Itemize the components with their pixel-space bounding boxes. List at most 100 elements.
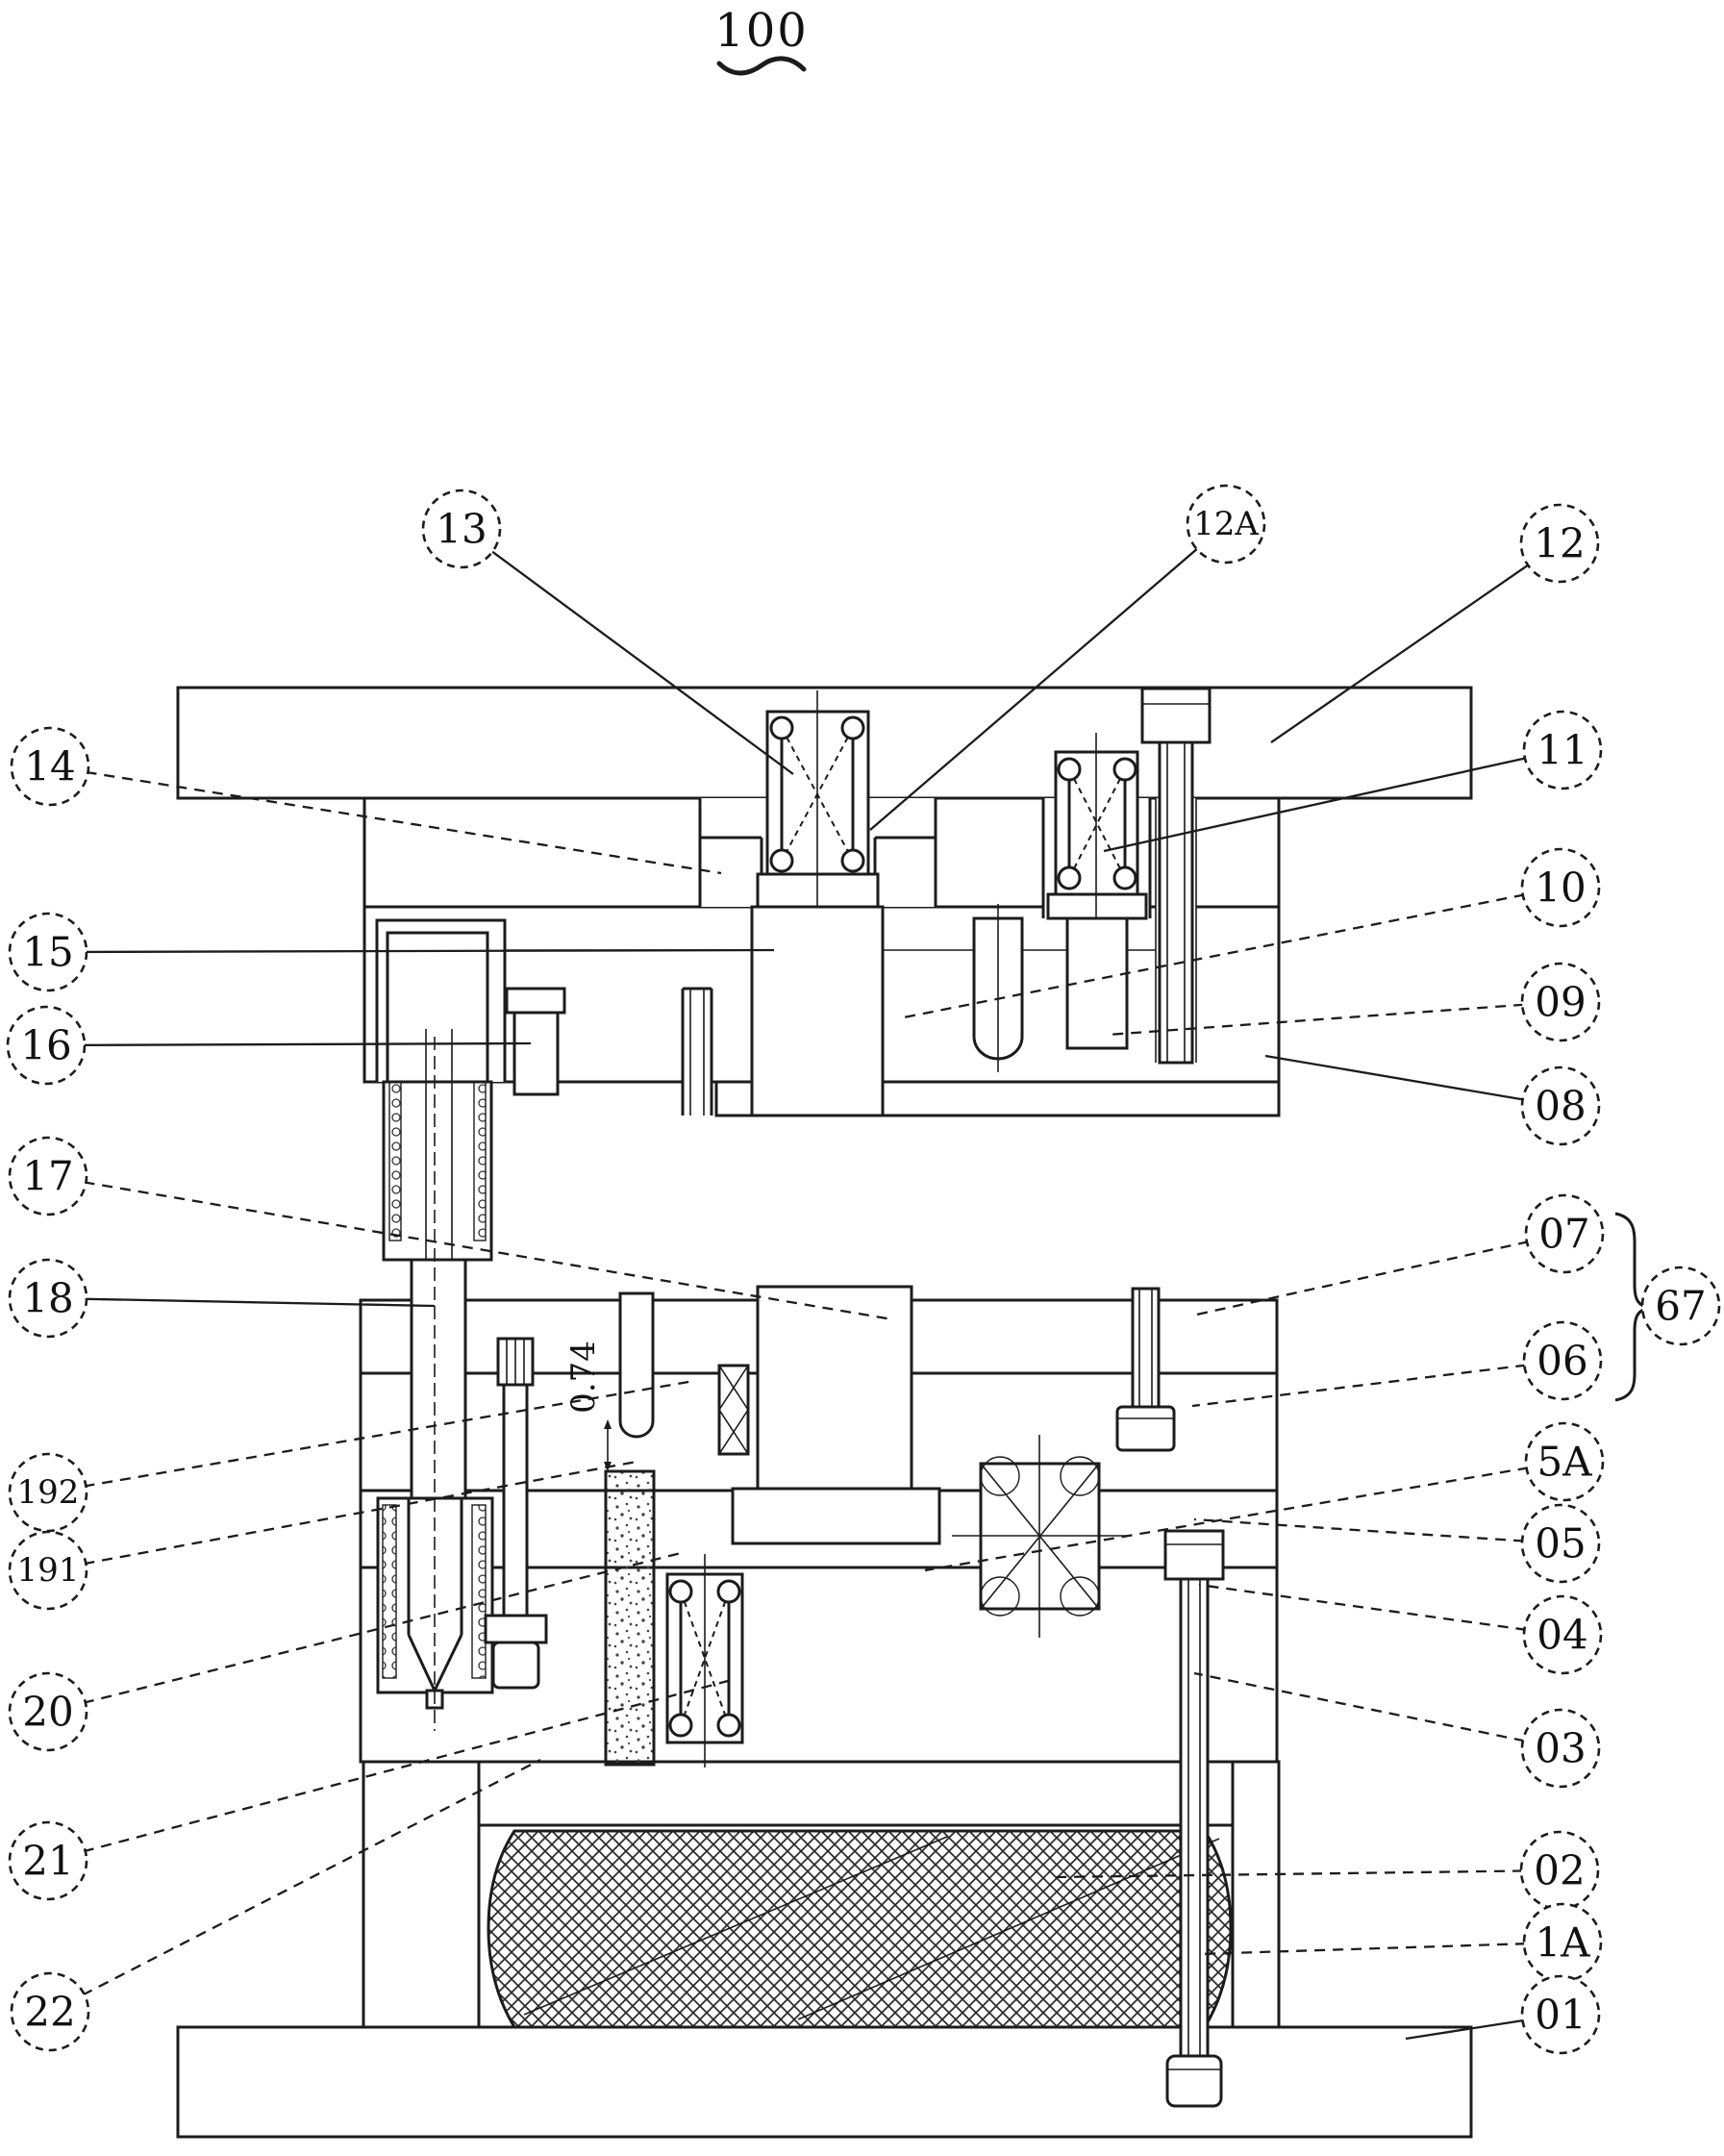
callout-67: 67 [1640, 1266, 1721, 1346]
leader-line-03 [1193, 1671, 1562, 1750]
callout-06: 06 [1522, 1320, 1603, 1401]
spring-retainer-bracket [375, 918, 507, 1082]
leader-line-16 [45, 1041, 532, 1047]
svg-text:06: 06 [1537, 1338, 1587, 1385]
leader-line-14 [49, 765, 722, 875]
leader-line-05 [1193, 1517, 1562, 1545]
small-spring [717, 1364, 750, 1456]
callout-10: 10 [1520, 847, 1601, 928]
svg-text:12: 12 [1534, 520, 1585, 567]
svg-text:11: 11 [1537, 727, 1587, 774]
die-plate-bolt [1115, 1287, 1176, 1452]
svg-text:21: 21 [22, 1838, 73, 1885]
pin-channel [681, 987, 713, 1116]
svg-text:5A: 5A [1537, 1439, 1592, 1486]
anchor-bolt [1163, 1529, 1225, 2108]
left-bolt [484, 1337, 548, 1690]
leader-line-17 [47, 1174, 893, 1321]
callout-16: 16 [6, 1005, 87, 1086]
callout-192: 192 [8, 1452, 88, 1533]
callout-14: 14 [10, 726, 90, 807]
callout-5A: 5A [1524, 1421, 1605, 1502]
callout-07: 07 [1524, 1193, 1605, 1274]
lower-spring-box [665, 1554, 744, 1767]
figure-number-underline [716, 56, 807, 76]
callout-191: 191 [8, 1530, 88, 1611]
svg-text:13: 13 [436, 506, 487, 553]
pin-bore [618, 1291, 655, 1439]
punch-insert [756, 1285, 913, 1491]
right-spring-box [1046, 733, 1148, 931]
figure-number: 100 [714, 4, 809, 58]
svg-text:05: 05 [1535, 1520, 1586, 1567]
rubber-buffer [487, 1829, 1233, 2029]
gap-dimension-text: 0.74 [564, 1341, 603, 1414]
leader-line-11 [1103, 748, 1563, 853]
right-support-block [1231, 1760, 1281, 2029]
leader-line-12 [1270, 542, 1561, 743]
svg-text:12A: 12A [1193, 505, 1259, 543]
svg-text:1A: 1A [1535, 1919, 1590, 1967]
spring-plunger [1065, 916, 1129, 1050]
leader-line-08 [1264, 1054, 1562, 1108]
callout-21: 21 [8, 1820, 88, 1901]
gas-spring-block [952, 1435, 1130, 1638]
callout-08: 08 [1520, 1065, 1601, 1146]
callout-04: 04 [1522, 1594, 1603, 1675]
svg-text:18: 18 [22, 1275, 73, 1322]
callout-15: 15 [8, 912, 88, 992]
svg-text:07: 07 [1538, 1211, 1589, 1258]
punch-insert-flange [731, 1487, 941, 1545]
svg-text:01: 01 [1535, 1992, 1586, 2039]
left-support-block [362, 1760, 481, 2029]
svg-text:09: 09 [1535, 979, 1586, 1026]
svg-text:08: 08 [1535, 1083, 1586, 1130]
svg-text:22: 22 [24, 1989, 75, 2036]
leader-line-13 [461, 528, 794, 775]
svg-text:03: 03 [1535, 1725, 1586, 1772]
callout-leader-lines [45, 523, 1565, 2041]
svg-text:02: 02 [1534, 1847, 1585, 1894]
leader-line-06 [1191, 1359, 1563, 1408]
svg-text:191: 191 [17, 1551, 80, 1590]
svg-text:16: 16 [20, 1022, 71, 1069]
leader-line-10 [903, 886, 1562, 1019]
svg-text:192: 192 [17, 1473, 80, 1512]
callout-05: 05 [1520, 1503, 1601, 1584]
callout-01: 01 [1520, 1974, 1601, 2055]
svg-text:10: 10 [1535, 865, 1586, 912]
callout-labels: 13 12A 12 14 11 15 10 16 09 08 17 07 18 67 06 192 191 5A 0… [6, 484, 1721, 2055]
svg-text:14: 14 [24, 743, 75, 790]
upper-fastening-bolt [1140, 687, 1212, 1065]
callout-02: 02 [1519, 1830, 1600, 1911]
callout-22: 22 [10, 1971, 90, 2052]
callout-11: 11 [1522, 710, 1603, 790]
stop-block [512, 1011, 560, 1096]
stippled-pin [604, 1469, 656, 1767]
die-shank-block [750, 905, 885, 1117]
stop-block-flange [505, 987, 566, 1015]
svg-text:20: 20 [22, 1689, 73, 1736]
leader-line-04 [1198, 1583, 1563, 1637]
callout-1A: 1A [1522, 1902, 1603, 1983]
callout-13: 13 [421, 489, 502, 569]
leader-line-1A [1198, 1941, 1563, 1956]
leader-line-09 [1107, 1000, 1562, 1037]
assembly-drawing: 0.74 [176, 686, 1473, 2139]
leader-line-07 [1191, 1232, 1565, 1317]
leader-line-12A [869, 523, 1227, 831]
svg-text:15: 15 [22, 929, 73, 976]
svg-text:04: 04 [1537, 1612, 1587, 1659]
callout-17: 17 [8, 1136, 88, 1216]
svg-text:67: 67 [1655, 1283, 1706, 1330]
leader-line-15 [47, 948, 775, 954]
callout-12A: 12A [1186, 484, 1266, 564]
leader-line-22 [49, 1758, 541, 2014]
bottom-plate [176, 2025, 1473, 2139]
callout-09: 09 [1520, 962, 1601, 1042]
guide-pillar [376, 1037, 494, 1731]
leader-line-18 [47, 1296, 436, 1308]
callout-03: 03 [1520, 1708, 1601, 1789]
